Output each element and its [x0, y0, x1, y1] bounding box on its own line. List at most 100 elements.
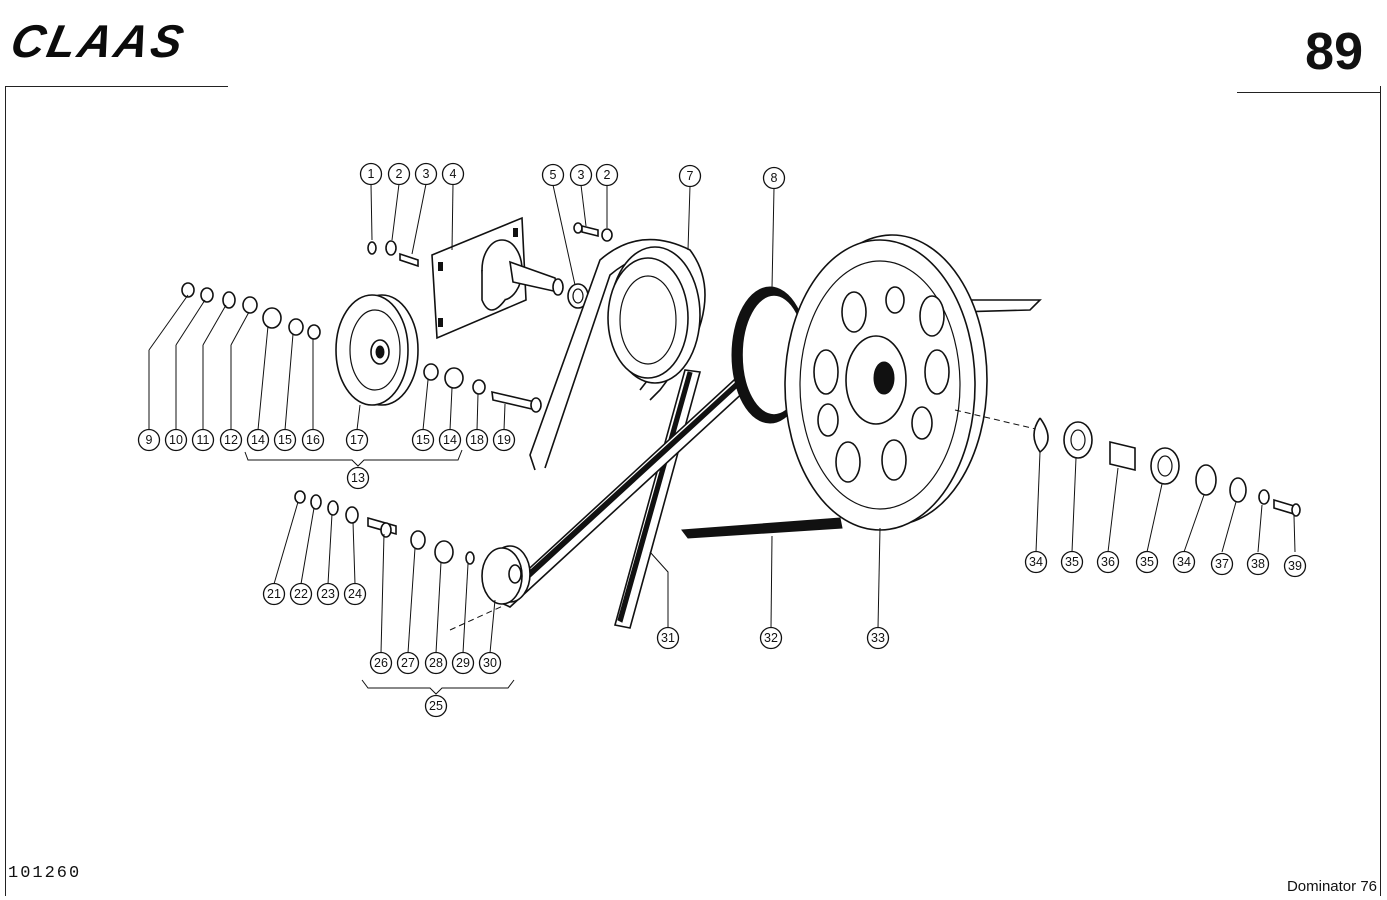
svg-text:19: 19: [497, 433, 511, 447]
callout-39: 39: [1283, 554, 1307, 578]
callout-2: 2: [387, 162, 411, 186]
svg-text:29: 29: [456, 656, 470, 670]
callout-36: 36: [1096, 550, 1120, 574]
lower-hardware: [294, 490, 475, 565]
callout-27: 27: [396, 651, 420, 675]
svg-text:34: 34: [1177, 555, 1191, 569]
svg-text:17: 17: [350, 433, 364, 447]
v-belt-32: [681, 517, 843, 539]
axis-line-lower: [449, 604, 506, 631]
callout-3: 3: [414, 162, 438, 186]
svg-text:25: 25: [429, 699, 443, 713]
svg-text:13: 13: [351, 471, 365, 485]
svg-text:35: 35: [1140, 555, 1154, 569]
callout-10: 10: [164, 428, 188, 452]
callout-31: 31: [656, 626, 680, 650]
svg-text:34: 34: [1029, 555, 1043, 569]
svg-text:14: 14: [443, 433, 457, 447]
callout-13: 13: [346, 466, 370, 490]
mounting-plate-part: [431, 216, 564, 340]
svg-text:4: 4: [450, 167, 457, 181]
page-frame: [5, 86, 1381, 896]
pulley-30: [481, 545, 531, 605]
svg-text:23: 23: [321, 587, 335, 601]
svg-text:8: 8: [771, 171, 778, 185]
svg-text:24: 24: [348, 587, 362, 601]
header-rule-right: [1237, 92, 1381, 93]
callout-35: 35: [1060, 550, 1084, 574]
callout-14b: 14: [438, 428, 462, 452]
svg-text:18: 18: [470, 433, 484, 447]
svg-text:12: 12: [224, 433, 238, 447]
svg-text:28: 28: [429, 656, 443, 670]
svg-text:35: 35: [1065, 555, 1079, 569]
callout-12: 12: [219, 428, 243, 452]
callout-9: 9: [137, 428, 161, 452]
bearing-stack-left: [181, 282, 542, 413]
svg-text:3: 3: [578, 168, 585, 182]
svg-text:32: 32: [764, 631, 778, 645]
callout-35b: 35: [1135, 550, 1159, 574]
svg-text:15: 15: [416, 433, 430, 447]
callout-bubbles: 1 2 3 4 5 3 2 7 8 9 10 11 12 14 15 16 17…: [137, 162, 1307, 718]
callout-3b: 3: [569, 163, 593, 187]
callout-28: 28: [424, 651, 448, 675]
svg-text:5: 5: [550, 168, 557, 182]
small-hardware-top: [367, 222, 613, 309]
svg-text:14: 14: [251, 433, 265, 447]
header-rule-left: [6, 86, 228, 87]
callout-8: 8: [762, 166, 786, 190]
callout-4: 4: [441, 162, 465, 186]
svg-text:37: 37: [1215, 557, 1229, 571]
axis-line-right: [954, 409, 1041, 431]
callout-34: 34: [1024, 550, 1048, 574]
svg-text:39: 39: [1288, 559, 1302, 573]
idler-pulley-17: [335, 294, 419, 406]
callout-1: 1: [359, 162, 383, 186]
svg-text:10: 10: [169, 433, 183, 447]
svg-text:33: 33: [871, 631, 885, 645]
large-pulley-33: [784, 234, 988, 531]
svg-text:30: 30: [483, 656, 497, 670]
callout-17: 17: [345, 428, 369, 452]
callout-15: 15: [273, 428, 297, 452]
callout-18: 18: [465, 428, 489, 452]
svg-text:11: 11: [197, 433, 210, 447]
svg-text:27: 27: [401, 656, 415, 670]
svg-text:9: 9: [146, 433, 153, 447]
callout-26: 26: [369, 651, 393, 675]
callout-25: 25: [424, 694, 448, 718]
svg-text:7: 7: [687, 169, 694, 183]
bearing-stack-right: [1033, 417, 1301, 517]
callout-30: 30: [478, 651, 502, 675]
drawing-number: 101260: [8, 864, 82, 883]
svg-text:22: 22: [294, 587, 308, 601]
callout-19: 19: [492, 428, 516, 452]
callout-38: 38: [1246, 552, 1270, 576]
callout-22: 22: [289, 582, 313, 606]
callout-37: 37: [1210, 552, 1234, 576]
svg-text:31: 31: [661, 631, 675, 645]
svg-text:38: 38: [1251, 557, 1265, 571]
leader-lines: [148, 183, 1296, 695]
callout-2b: 2: [595, 163, 619, 187]
callout-14: 14: [246, 428, 270, 452]
machine-model: Dominator 76: [1286, 878, 1377, 895]
callout-11: 11: [191, 428, 215, 452]
callout-33: 33: [866, 626, 890, 650]
svg-text:16: 16: [306, 433, 320, 447]
svg-text:15: 15: [278, 433, 292, 447]
svg-text:36: 36: [1101, 555, 1115, 569]
callout-24: 24: [343, 582, 367, 606]
svg-text:21: 21: [267, 587, 281, 601]
svg-text:2: 2: [396, 167, 403, 181]
callout-32: 32: [759, 626, 783, 650]
callout-16: 16: [301, 428, 325, 452]
callout-29: 29: [451, 651, 475, 675]
callout-23: 23: [316, 582, 340, 606]
svg-text:1: 1: [368, 167, 375, 181]
pulley-7: [607, 246, 701, 384]
callout-5: 5: [541, 163, 565, 187]
